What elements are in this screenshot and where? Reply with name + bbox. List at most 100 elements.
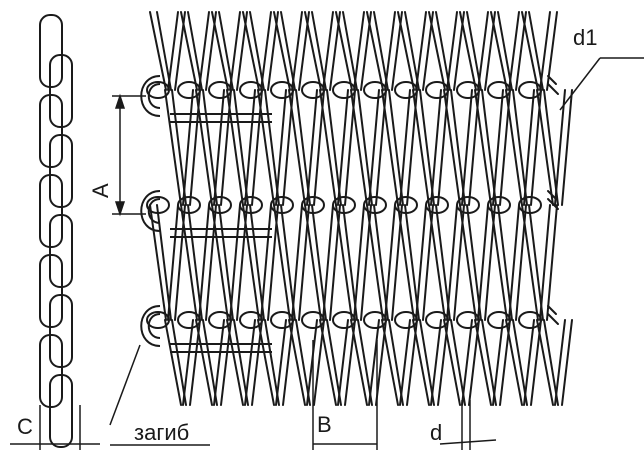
label-B: B: [317, 412, 332, 437]
wire-loop: [270, 81, 294, 99]
wire-strand: [322, 11, 334, 91]
wire-strand: [242, 11, 260, 91]
wire-strand: [353, 11, 365, 91]
wire-strand: [459, 11, 477, 91]
wire-strand: [546, 204, 558, 321]
wire-strand: [523, 89, 535, 206]
wire-strand: [446, 204, 458, 321]
wire-strand: [399, 319, 411, 406]
side-link: [49, 374, 73, 448]
wire-strand: [428, 11, 446, 91]
wire-loop: [270, 196, 294, 214]
wire-strand: [536, 319, 554, 406]
label-d1: d1: [573, 25, 597, 50]
wire-loop: [332, 81, 356, 99]
rod: [170, 113, 272, 123]
wire-strand: [492, 319, 504, 406]
dim-d-line: [439, 439, 497, 445]
label-d: d: [430, 420, 442, 445]
wire-loop: [363, 196, 387, 214]
wire-strand: [182, 319, 194, 406]
wire-loop: [518, 81, 542, 99]
wire-loop: [518, 311, 542, 329]
wire-strand: [539, 204, 551, 321]
wire-strand: [226, 319, 244, 406]
wire-strand: [477, 204, 489, 321]
wire-strand: [397, 204, 415, 321]
wire-strand: [415, 11, 427, 91]
bend-loops: [140, 75, 272, 353]
wire-strand: [304, 204, 322, 321]
wire-strand: [366, 11, 384, 91]
wire-strand: [149, 204, 167, 321]
rod: [170, 228, 272, 238]
wire-strand: [505, 319, 523, 406]
wire-loop: [518, 196, 542, 214]
wire-strand: [492, 89, 504, 206]
wire-strand: [474, 319, 492, 406]
wire-loop: [177, 81, 201, 99]
wire-strand: [195, 319, 213, 406]
wire-strand: [412, 89, 430, 206]
bend-loop: [147, 198, 161, 224]
wire-strand: [490, 11, 508, 91]
wire-strand: [306, 319, 318, 406]
wire-loop: [487, 196, 511, 214]
wire-strand: [244, 319, 256, 406]
wire-strand: [368, 319, 380, 406]
wire-strand: [430, 319, 442, 406]
wire-end: [547, 190, 559, 210]
wire-loop: [301, 311, 325, 329]
wire-loop: [394, 81, 418, 99]
wire-strand: [322, 204, 334, 321]
wire-end: [547, 305, 559, 325]
wire-loop: [301, 196, 325, 214]
wire-strand: [508, 11, 520, 91]
wire-strand: [366, 204, 384, 321]
wire-strand: [198, 11, 210, 91]
wire-strand: [242, 204, 260, 321]
wire-strand: [384, 204, 396, 321]
rod: [170, 343, 272, 353]
wire-loop: [177, 311, 201, 329]
wire-strand: [195, 89, 213, 206]
wire-strand: [319, 89, 337, 206]
wire-mesh-side-view: [39, 14, 73, 448]
wire-strand: [412, 319, 430, 406]
dim-d1-leader: [559, 57, 601, 111]
wire-loop: [239, 81, 263, 99]
wire-strand: [508, 204, 520, 321]
wire-loop: [394, 196, 418, 214]
wire-strand: [505, 89, 523, 206]
label-A: A: [88, 183, 113, 198]
wire-strand: [443, 89, 461, 206]
wire-strand: [459, 204, 477, 321]
wire-strand: [260, 11, 272, 91]
wire-strand: [213, 319, 225, 406]
wire-strand: [335, 11, 353, 91]
wire-strand: [288, 89, 306, 206]
wire-strand: [399, 89, 411, 206]
wire-strand: [430, 89, 442, 206]
wire-strand: [244, 89, 256, 206]
wire-strand: [521, 11, 539, 91]
wire-strand: [273, 204, 291, 321]
wire-strand: [474, 89, 492, 206]
wire-strand: [536, 89, 554, 206]
wire-strand: [490, 204, 508, 321]
wire-strand: [446, 11, 458, 91]
wire-strand: [461, 319, 473, 406]
wire-loop: [332, 311, 356, 329]
wire-strand: [397, 11, 415, 91]
wire-strand: [539, 11, 551, 91]
bend-loop: [140, 190, 161, 232]
wire-strand: [306, 89, 318, 206]
wire-loop: [208, 311, 232, 329]
wire-strand: [381, 89, 399, 206]
wire-loop: [301, 81, 325, 99]
wire-strand: [198, 204, 210, 321]
wire-loop: [487, 311, 511, 329]
wire-loop: [208, 196, 232, 214]
wire-strand: [384, 11, 396, 91]
